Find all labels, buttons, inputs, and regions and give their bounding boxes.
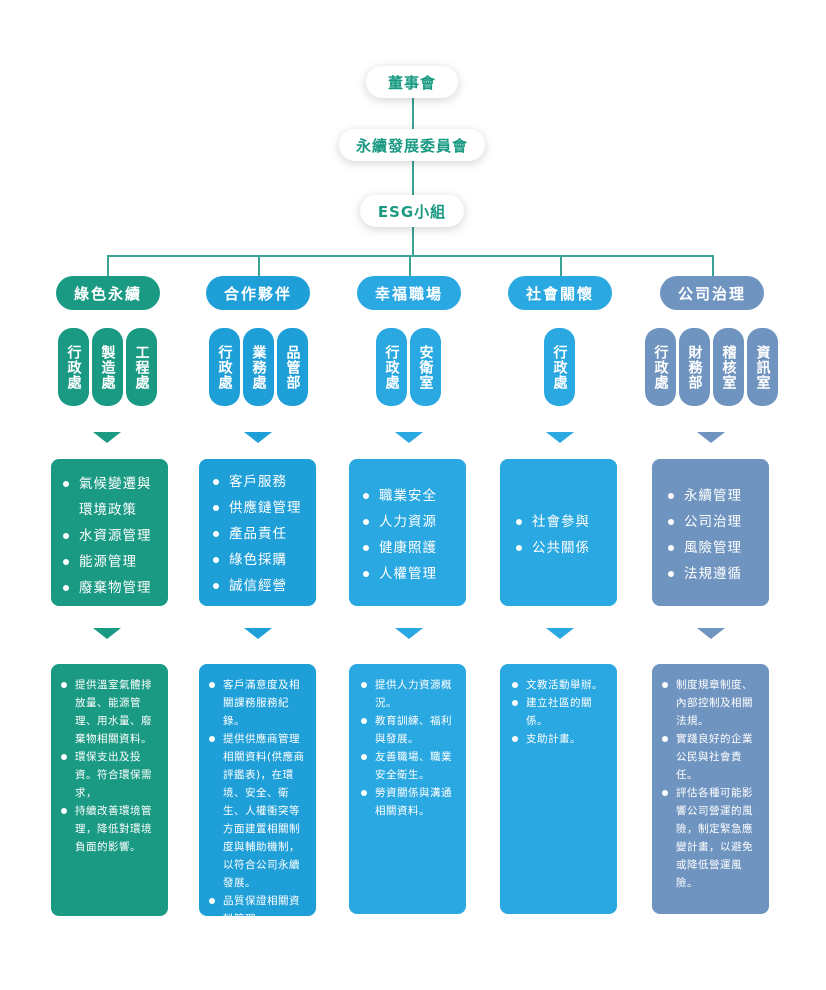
topic-item: 客戶服務 xyxy=(209,469,310,495)
connector-col2 xyxy=(258,255,260,277)
esg-group-node: ESG小組 xyxy=(360,195,464,227)
note-item: 教育訓練、福利與發展。 xyxy=(359,712,460,748)
note-item: 文教活動舉辦。 xyxy=(510,676,611,694)
arrow-down-icon xyxy=(244,432,272,443)
arrow-down-icon xyxy=(697,432,725,443)
notes-box-partners: 客戶滿意度及相關課務服務紀錄。 提供供應商管理相關資料(供應商評鑑表)，在環境、… xyxy=(199,664,316,979)
topic-item: 人力資源 xyxy=(359,509,460,535)
dept-it: 資訊室 xyxy=(747,328,778,406)
topic-item: 職業安全 xyxy=(359,483,460,509)
category-partners: 合作夥伴 xyxy=(206,276,310,310)
topic-item: 公司治理 xyxy=(664,509,763,535)
category-happy-workplace: 幸福職場 xyxy=(357,276,461,310)
dept-finance: 財務部 xyxy=(679,328,710,406)
category-corporate-governance: 公司治理 xyxy=(660,276,764,310)
dept-sales: 業務處 xyxy=(243,328,274,406)
connector-esg-branch xyxy=(412,226,414,256)
notes-box-green: 提供溫室氣體排放量、能源管理、用水量、廢棄物相關資料。 環保支出及投資。符合環保… xyxy=(51,664,168,916)
arrow-down-icon xyxy=(546,432,574,443)
notes-box-governance: 制度規章制度、內部控制及相關法規。 實踐良好的企業公民與社會責任。 評估各種可能… xyxy=(652,664,769,914)
note-item: 實踐良好的企業公民與社會責任。 xyxy=(660,730,763,784)
committee-node: 永續發展委員會 xyxy=(339,129,485,161)
connector-committee-esg xyxy=(412,160,414,196)
note-item: 提供溫室氣體排放量、能源管理、用水量、廢棄物相關資料。 xyxy=(59,676,162,748)
topics-box-governance: 永續管理 公司治理 風險管理 法規遵循 xyxy=(652,459,769,606)
topic-item: 健康照護 xyxy=(359,535,460,561)
dept-audit: 稽核室 xyxy=(713,328,744,406)
note-item: 環保支出及投資。符合環保需求， xyxy=(59,748,162,802)
connector-col3 xyxy=(409,255,411,277)
arrow-down-icon xyxy=(546,628,574,639)
topic-item: 法規遵循 xyxy=(664,561,763,587)
topic-item: 綠色採購 xyxy=(209,547,310,573)
arrow-down-icon xyxy=(395,628,423,639)
dept-manufacturing: 製造處 xyxy=(92,328,123,406)
connector-col5 xyxy=(712,255,714,277)
connector-col4 xyxy=(560,255,562,277)
category-green-sustainability: 綠色永續 xyxy=(56,276,160,310)
arrow-down-icon xyxy=(395,432,423,443)
note-item: 制度規章制度、內部控制及相關法規。 xyxy=(660,676,763,730)
dept-admin: 行政處 xyxy=(645,328,676,406)
topic-item: 社會參與 xyxy=(512,509,611,535)
note-item: 持續改善環境管理，降低對環境負面的影響。 xyxy=(59,802,162,856)
dept-admin: 行政處 xyxy=(58,328,89,406)
topic-item: 誠信經營 xyxy=(209,573,310,599)
note-item: 品質保證相關資料管理。 xyxy=(207,892,310,928)
note-item: 勞資關係與溝通相關資料。 xyxy=(359,784,460,820)
dept-engineering: 工程處 xyxy=(126,328,157,406)
connector-horizontal-branch xyxy=(108,255,714,257)
topic-item: 產品責任 xyxy=(209,521,310,547)
notes-box-workplace: 提供人力資源概況。 教育訓練、福利與發展。 友善職場、職業安全衛生。 勞資關係與… xyxy=(349,664,466,914)
topics-box-partners: 客戶服務 供應鏈管理 產品責任 綠色採購 誠信經營 xyxy=(199,459,316,606)
arrow-down-icon xyxy=(93,628,121,639)
note-item: 友善職場、職業安全衛生。 xyxy=(359,748,460,784)
note-item: 客戶滿意度及相關課務服務紀錄。 xyxy=(207,676,310,730)
arrow-down-icon xyxy=(244,628,272,639)
topics-box-green: 氣候變遷與環境政策 水資源管理 能源管理 廢棄物管理 xyxy=(51,459,168,606)
topic-item: 永續管理 xyxy=(664,483,763,509)
topic-item: 公共關係 xyxy=(512,535,611,561)
note-item: 堅持誠信、公平原則從事商業活動。 xyxy=(207,928,310,982)
dept-quality: 品管部 xyxy=(277,328,308,406)
category-social-care: 社會關懷 xyxy=(508,276,612,310)
note-item: 提供供應商管理相關資料(供應商評鑑表)，在環境、安全、衛生、人權衝突等方面建置相… xyxy=(207,730,310,892)
note-item: 支助計畫。 xyxy=(510,730,611,748)
notes-box-social: 文教活動舉辦。 建立社區的關係。 支助計畫。 xyxy=(500,664,617,914)
note-item: 評估各種可能影響公司營運的風險，制定緊急應變計畫，以避免或降低營運風險。 xyxy=(660,784,763,892)
topic-item: 人權管理 xyxy=(359,561,460,587)
dept-admin: 行政處 xyxy=(544,328,575,406)
note-item: 建立社區的關係。 xyxy=(510,694,611,730)
dept-safety: 安衛室 xyxy=(410,328,441,406)
topic-item: 風險管理 xyxy=(664,535,763,561)
topic-item: 氣候變遷與環境政策 xyxy=(59,471,162,523)
topic-item: 能源管理 xyxy=(59,549,162,575)
note-item: 提供人力資源概況。 xyxy=(359,676,460,712)
topic-item: 供應鏈管理 xyxy=(209,495,310,521)
connector-col1 xyxy=(107,255,109,277)
arrow-down-icon xyxy=(93,432,121,443)
dept-admin: 行政處 xyxy=(376,328,407,406)
arrow-down-icon xyxy=(697,628,725,639)
topic-item: 廢棄物管理 xyxy=(59,575,162,601)
board-node: 董事會 xyxy=(366,66,458,98)
connector-board-committee xyxy=(412,96,414,130)
dept-admin: 行政處 xyxy=(209,328,240,406)
topics-box-social: 社會參與 公共關係 xyxy=(500,459,617,606)
topic-item: 水資源管理 xyxy=(59,523,162,549)
topics-box-workplace: 職業安全 人力資源 健康照護 人權管理 xyxy=(349,459,466,606)
